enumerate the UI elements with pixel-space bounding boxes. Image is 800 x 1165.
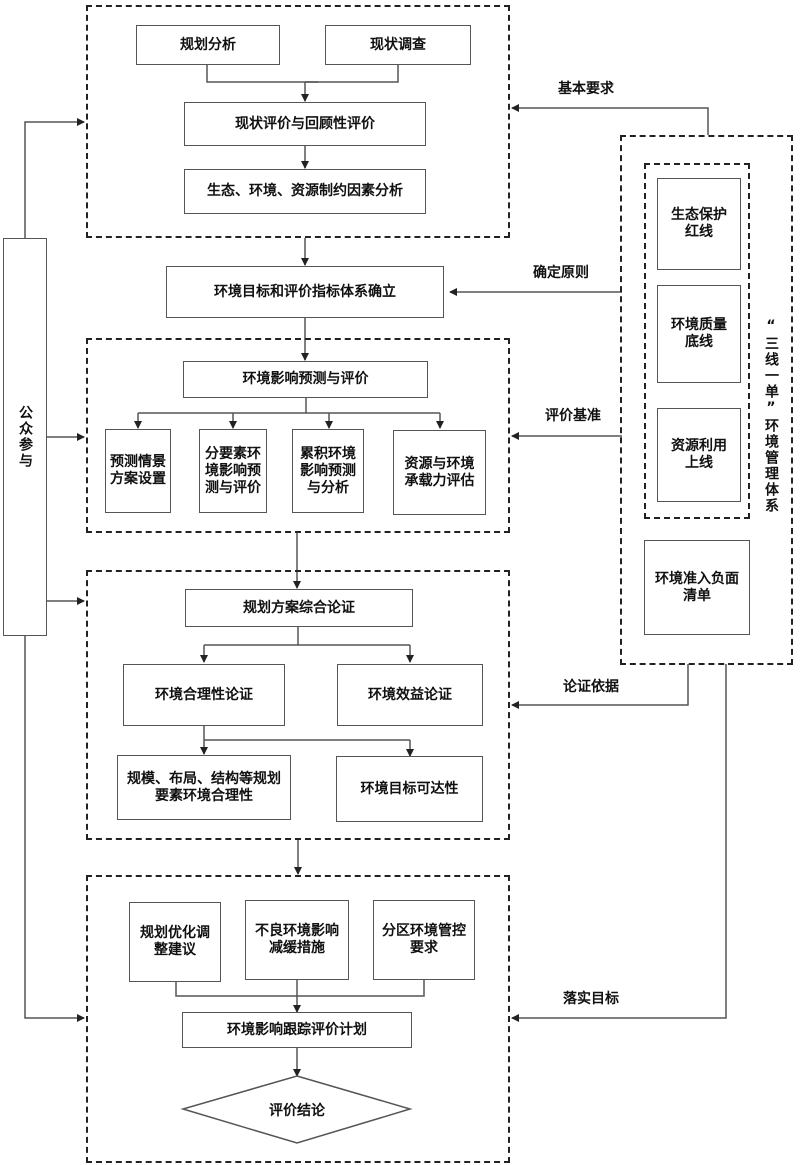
label-implement-targets: 落实目标: [563, 991, 619, 1007]
three-lines-inner-container: [644, 163, 750, 519]
target-system-box: 环境目标和评价指标体系确立: [166, 266, 444, 318]
env-benefit-text: 环境效益论证: [368, 686, 452, 703]
status-evaluation-box: 现状评价与回顾性评价: [184, 102, 426, 146]
mitigation-measures-text: 不良环境影响减缓措施: [255, 923, 339, 956]
arrow-basic-requirements: [511, 104, 709, 135]
prediction-title-box: 环境影响预测与评价: [183, 361, 428, 398]
arrow-public-to-section1: [24, 118, 85, 238]
prediction-item-box: 分要素环境影响预测与评价: [199, 429, 267, 513]
status-evaluation-text: 现状评价与回顾性评价: [235, 115, 375, 132]
target-achievability-text: 环境目标可达性: [360, 780, 459, 797]
element-prediction-text: 分要素环境影响预测与评价: [205, 445, 261, 496]
prediction-item-box: 预测情景方案设置: [105, 429, 171, 513]
resource-upperline-text: 资源利用上线: [671, 438, 727, 471]
zoning-control-text: 分区环境管控要求: [382, 923, 466, 956]
arrow-implement-targets: [511, 664, 727, 1022]
resource-upperline-box: 资源利用上线: [657, 408, 741, 502]
section-status-analysis: [86, 5, 510, 238]
tracking-plan-text: 环境影响跟踪评价计划: [227, 1021, 367, 1038]
env-benefit-box: 环境效益论证: [337, 664, 483, 726]
label-evaluation-baseline: 评价基准: [545, 408, 601, 424]
status-survey-box: 现状调查: [325, 25, 471, 65]
constraint-analysis-text: 生态、环境、资源制约因素分析: [207, 183, 403, 199]
mitigation-measures-box: 不良环境影响减缓措施: [245, 900, 349, 980]
status-survey-text: 现状调查: [370, 36, 426, 53]
cumulative-prediction-text: 累积环境影响预测与分析: [300, 445, 356, 496]
negative-list-text: 环境准入负面清单: [655, 570, 739, 604]
negative-list-box: 环境准入负面清单: [644, 540, 750, 635]
three-lines-system-label: “三线一单”环境管理体系: [763, 318, 779, 514]
env-quality-bottomline-text: 环境质量底线: [671, 317, 727, 350]
arrow-demonstration-basis: [511, 664, 689, 709]
optimization-suggestion-box: 规划优化调整建议: [129, 902, 221, 982]
target-achievability-box: 环境目标可达性: [336, 756, 483, 822]
planning-analysis-box: 规划分析: [136, 25, 280, 65]
comprehensive-demonstration-box: 规划方案综合论证: [185, 589, 413, 627]
tracking-plan-box: 环境影响跟踪评价计划: [182, 1012, 412, 1048]
planning-analysis-text: 规划分析: [180, 36, 236, 53]
comprehensive-demonstration-text: 规划方案综合论证: [243, 599, 355, 616]
prediction-item-box: 累积环境影响预测与分析: [292, 429, 364, 513]
prediction-title-text: 环境影响预测与评价: [242, 371, 369, 387]
label-demonstration-basis: 论证依据: [563, 679, 619, 695]
label-determine-principles: 确定原则: [533, 265, 589, 281]
carrying-capacity-text: 资源与环境承载力评估: [404, 455, 475, 489]
ecological-redline-text: 生态保护红线: [671, 207, 727, 240]
target-system-text: 环境目标和评价指标体系确立: [214, 283, 396, 300]
section-optimization: [86, 875, 510, 1163]
arrow-public-to-section4: [24, 636, 85, 1022]
conclusion-text: 评价结论: [269, 1103, 325, 1119]
ecological-redline-box: 生态保护红线: [657, 178, 741, 270]
connector-planning-to-evaluation: [206, 65, 318, 83]
scenario-setting-text: 预测情景方案设置: [110, 454, 166, 487]
label-basic-requirements: 基本要求: [558, 81, 614, 97]
prediction-item-box: 资源与环境承载力评估: [393, 430, 486, 515]
env-rationality-text: 环境合理性论证: [155, 686, 253, 703]
section-impact-prediction: [86, 338, 510, 533]
env-rationality-box: 环境合理性论证: [123, 664, 285, 726]
three-lines-system-container: [620, 135, 793, 665]
zoning-control-box: 分区环境管控要求: [373, 900, 475, 980]
conclusion-diamond: [180, 1075, 413, 1144]
scale-layout-box: 规模、布局、结构等规划要素环境合理性: [117, 755, 291, 820]
constraint-analysis-box: 生态、环境、资源制约因素分析: [184, 169, 426, 214]
public-participation-box: 公众参与: [3, 238, 47, 636]
connector-survey-to-evaluation: [305, 65, 399, 83]
optimization-suggestion-text: 规划优化调整建议: [140, 925, 210, 958]
public-participation-text: 公众参与: [17, 405, 33, 469]
scale-layout-text: 规模、布局、结构等规划要素环境合理性: [127, 770, 281, 804]
section-comprehensive-demonstration: [86, 570, 510, 840]
env-quality-bottomline-box: 环境质量底线: [657, 285, 741, 383]
